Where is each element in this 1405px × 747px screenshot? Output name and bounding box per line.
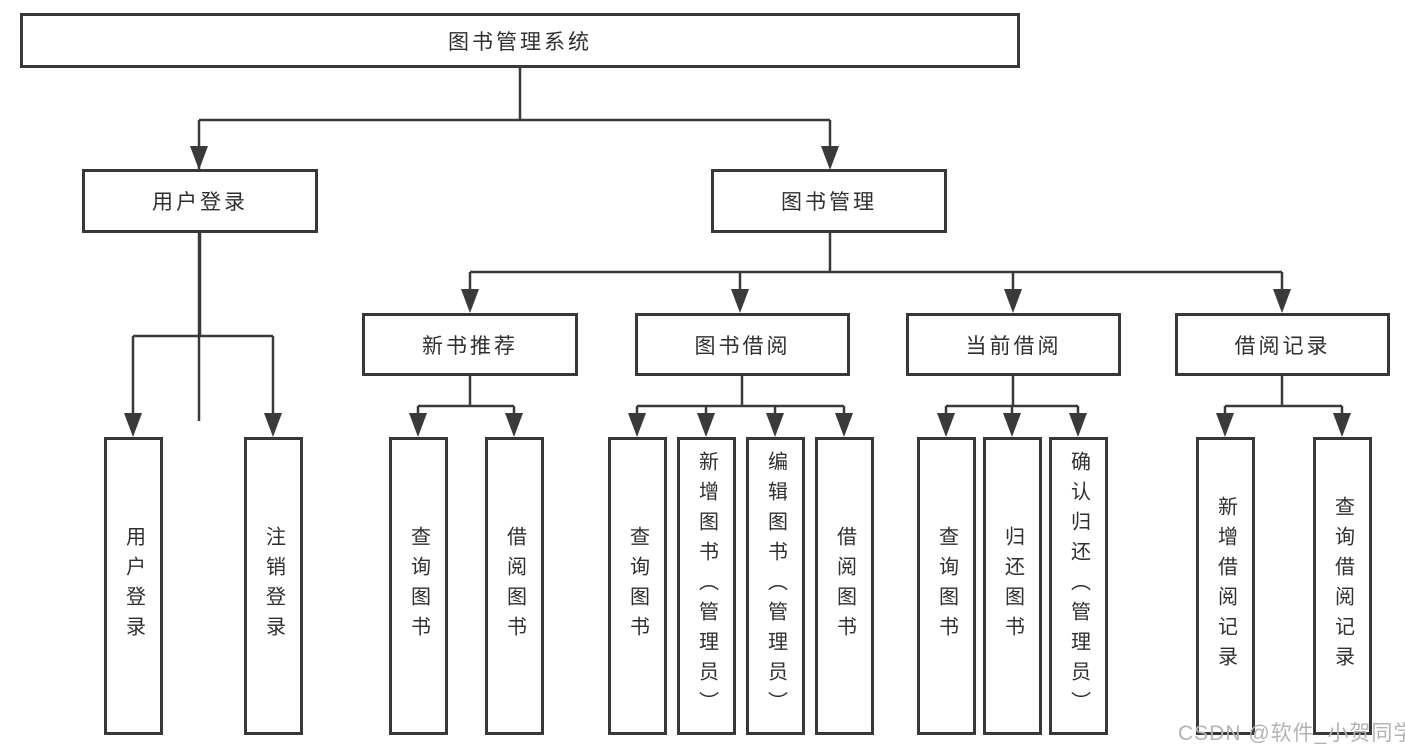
node-book-management-label: 图书管理 [781, 191, 877, 214]
leaf-add-book-admin-label: 新增图书（管理员） [695, 451, 718, 721]
leaf-add-book-admin: 新增图书（管理员） [677, 437, 736, 735]
leaf-add-borrow-record-label: 新增借阅记录 [1214, 496, 1237, 676]
leaf-user-login: 用户登录 [104, 437, 163, 735]
leaf-borrow-books-recommend: 借阅图书 [485, 437, 544, 735]
node-root-label: 图书管理系统 [448, 30, 592, 54]
connector-book-borrow-to-leaves [628, 376, 853, 437]
leaf-logout: 注销登录 [244, 437, 303, 735]
connector-current-borrow-to-leaves [937, 376, 1087, 437]
leaf-borrow-books: 借阅图书 [815, 437, 874, 735]
node-current-borrow-label: 当前借阅 [965, 334, 1062, 358]
csdn-watermark: CSDN @软件_小贺同学 [1178, 722, 1405, 745]
leaf-confirm-return-admin: 确认归还（管理员） [1049, 437, 1108, 735]
node-book-management: 图书管理 [711, 169, 947, 233]
leaf-query-books-current: 查询图书 [917, 437, 976, 735]
node-book-borrow: 图书借阅 [635, 313, 850, 376]
leaf-query-books-current-label: 查询图书 [935, 526, 958, 646]
connector-root-to-level2 [190, 68, 839, 421]
node-user-login-label: 用户登录 [152, 191, 248, 214]
node-user-login: 用户登录 [82, 169, 318, 233]
leaf-borrow-books-label: 借阅图书 [833, 526, 856, 646]
leaf-query-borrow-record: 查询借阅记录 [1313, 437, 1372, 735]
node-new-book-recommend: 新书推荐 [362, 313, 578, 376]
node-root: 图书管理系统 [20, 13, 1020, 68]
leaf-query-borrow-record-label: 查询借阅记录 [1331, 496, 1354, 676]
leaf-query-books-recommend: 查询图书 [389, 437, 448, 735]
connector-book-mgmt-to-level3 [461, 233, 1291, 313]
leaf-edit-book-admin: 编辑图书（管理员） [746, 437, 805, 735]
leaf-user-login-label: 用户登录 [122, 526, 145, 646]
leaf-add-borrow-record: 新增借阅记录 [1196, 437, 1255, 735]
node-current-borrow: 当前借阅 [906, 313, 1121, 376]
leaf-query-books-recommend-label: 查询图书 [407, 526, 430, 646]
node-borrow-records: 借阅记录 [1175, 313, 1390, 376]
connector-user-login-to-leaves [124, 233, 282, 437]
leaf-query-books-borrow: 查询图书 [608, 437, 667, 735]
node-book-borrow-label: 图书借阅 [694, 334, 791, 358]
node-borrow-records-label: 借阅记录 [1234, 334, 1331, 358]
leaf-logout-label: 注销登录 [262, 526, 285, 646]
leaf-borrow-books-recommend-label: 借阅图书 [503, 526, 526, 646]
node-new-book-recommend-label: 新书推荐 [422, 334, 518, 358]
leaf-confirm-return-admin-label: 确认归还（管理员） [1067, 451, 1090, 721]
leaf-return-book-label: 归还图书 [1001, 526, 1024, 646]
connector-new-book-to-leaves [409, 376, 523, 437]
leaf-edit-book-admin-label: 编辑图书（管理员） [764, 451, 787, 721]
leaf-query-books-borrow-label: 查询图书 [626, 526, 649, 646]
connector-records-to-leaves [1216, 376, 1351, 437]
leaf-return-book: 归还图书 [983, 437, 1042, 735]
